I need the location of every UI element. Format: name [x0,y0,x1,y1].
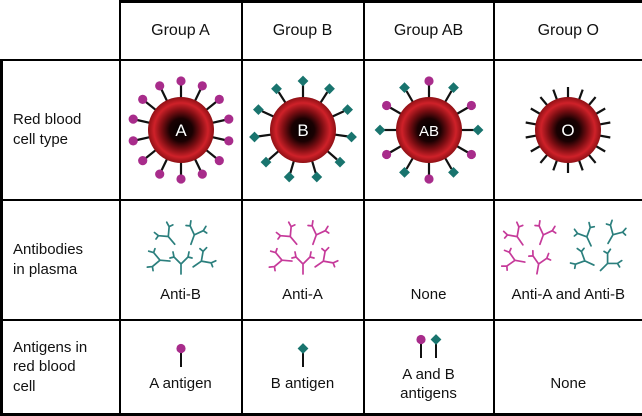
row-antibodies-in-plasma: Antibodies in plasma Anti-B Anti-A None … [2,200,642,320]
row-label-text: Antigens in red blood cell [13,338,98,397]
antibody-label: Anti-B [160,286,201,303]
row-label-red-blood-cell-type: Red blood cell type [2,60,120,200]
antibody-label: None [411,286,447,303]
svg-text:A: A [175,121,187,140]
cell-antigens-group-b: B antigen [242,320,364,415]
svg-text:B: B [297,121,308,140]
cell-antibodies-group-o: Anti-A and Anti-B [494,200,642,320]
red-blood-cell-a-graphic: A [121,70,241,190]
cell-antigens-group-o: None [494,320,642,415]
cell-antigens-group-a: A antigen [120,320,242,415]
anti-a-antibody-cluster [267,217,339,277]
antigen-label: None [550,375,586,394]
cell-rbc-group-b: B [242,60,364,200]
cell-antigens-group-ab: A and B antigens [364,320,494,415]
antibody-label: Anti-A [282,286,323,303]
cell-antibodies-group-a: Anti-B [120,200,242,320]
row-red-blood-cell-type: Red blood cell type A B AB O [2,60,642,200]
row-antigens-in-red-blood-cell: Antigens in red blood cell A antigen B a… [2,320,642,415]
cell-rbc-group-a: A [120,60,242,200]
cell-rbc-group-o: O [494,60,642,200]
corner-cell [2,2,120,60]
cell-antibodies-group-b: Anti-A [242,200,364,320]
svg-text:AB: AB [418,123,438,140]
antigen-label: A and B antigens [390,366,468,404]
row-label-text: Red blood cell type [13,110,98,149]
column-header-group-ab: Group AB [364,2,494,60]
row-label-antibodies-in-plasma: Antibodies in plasma [2,200,120,320]
column-header-group-o: Group O [494,2,642,60]
red-blood-cell-o-graphic: O [508,70,628,190]
red-blood-cell-b-graphic: B [243,70,363,190]
cell-rbc-group-ab: AB [364,60,494,200]
antigen-label: A antigen [149,375,212,394]
svg-text:O: O [562,121,575,140]
a-antigen-icon [172,339,190,369]
row-label-antigens-in-red-blood-cell: Antigens in red blood cell [2,320,120,415]
a-and-b-antigen-icons [412,330,445,360]
antigen-label: B antigen [271,375,334,394]
column-header-group-a: Group A [120,2,242,60]
antibody-label: Anti-A and Anti-B [512,286,625,303]
header-row: Group A Group B Group AB Group O [2,2,642,60]
b-antigen-icon [294,339,312,369]
column-header-group-b: Group B [242,2,364,60]
anti-b-antibody-cluster [145,217,217,277]
cell-antibodies-group-ab: None [364,200,494,320]
anti-a-and-anti-b-antibody-cluster [501,217,635,277]
red-blood-cell-ab-graphic: AB [369,70,489,190]
row-label-text: Antibodies in plasma [13,240,98,279]
